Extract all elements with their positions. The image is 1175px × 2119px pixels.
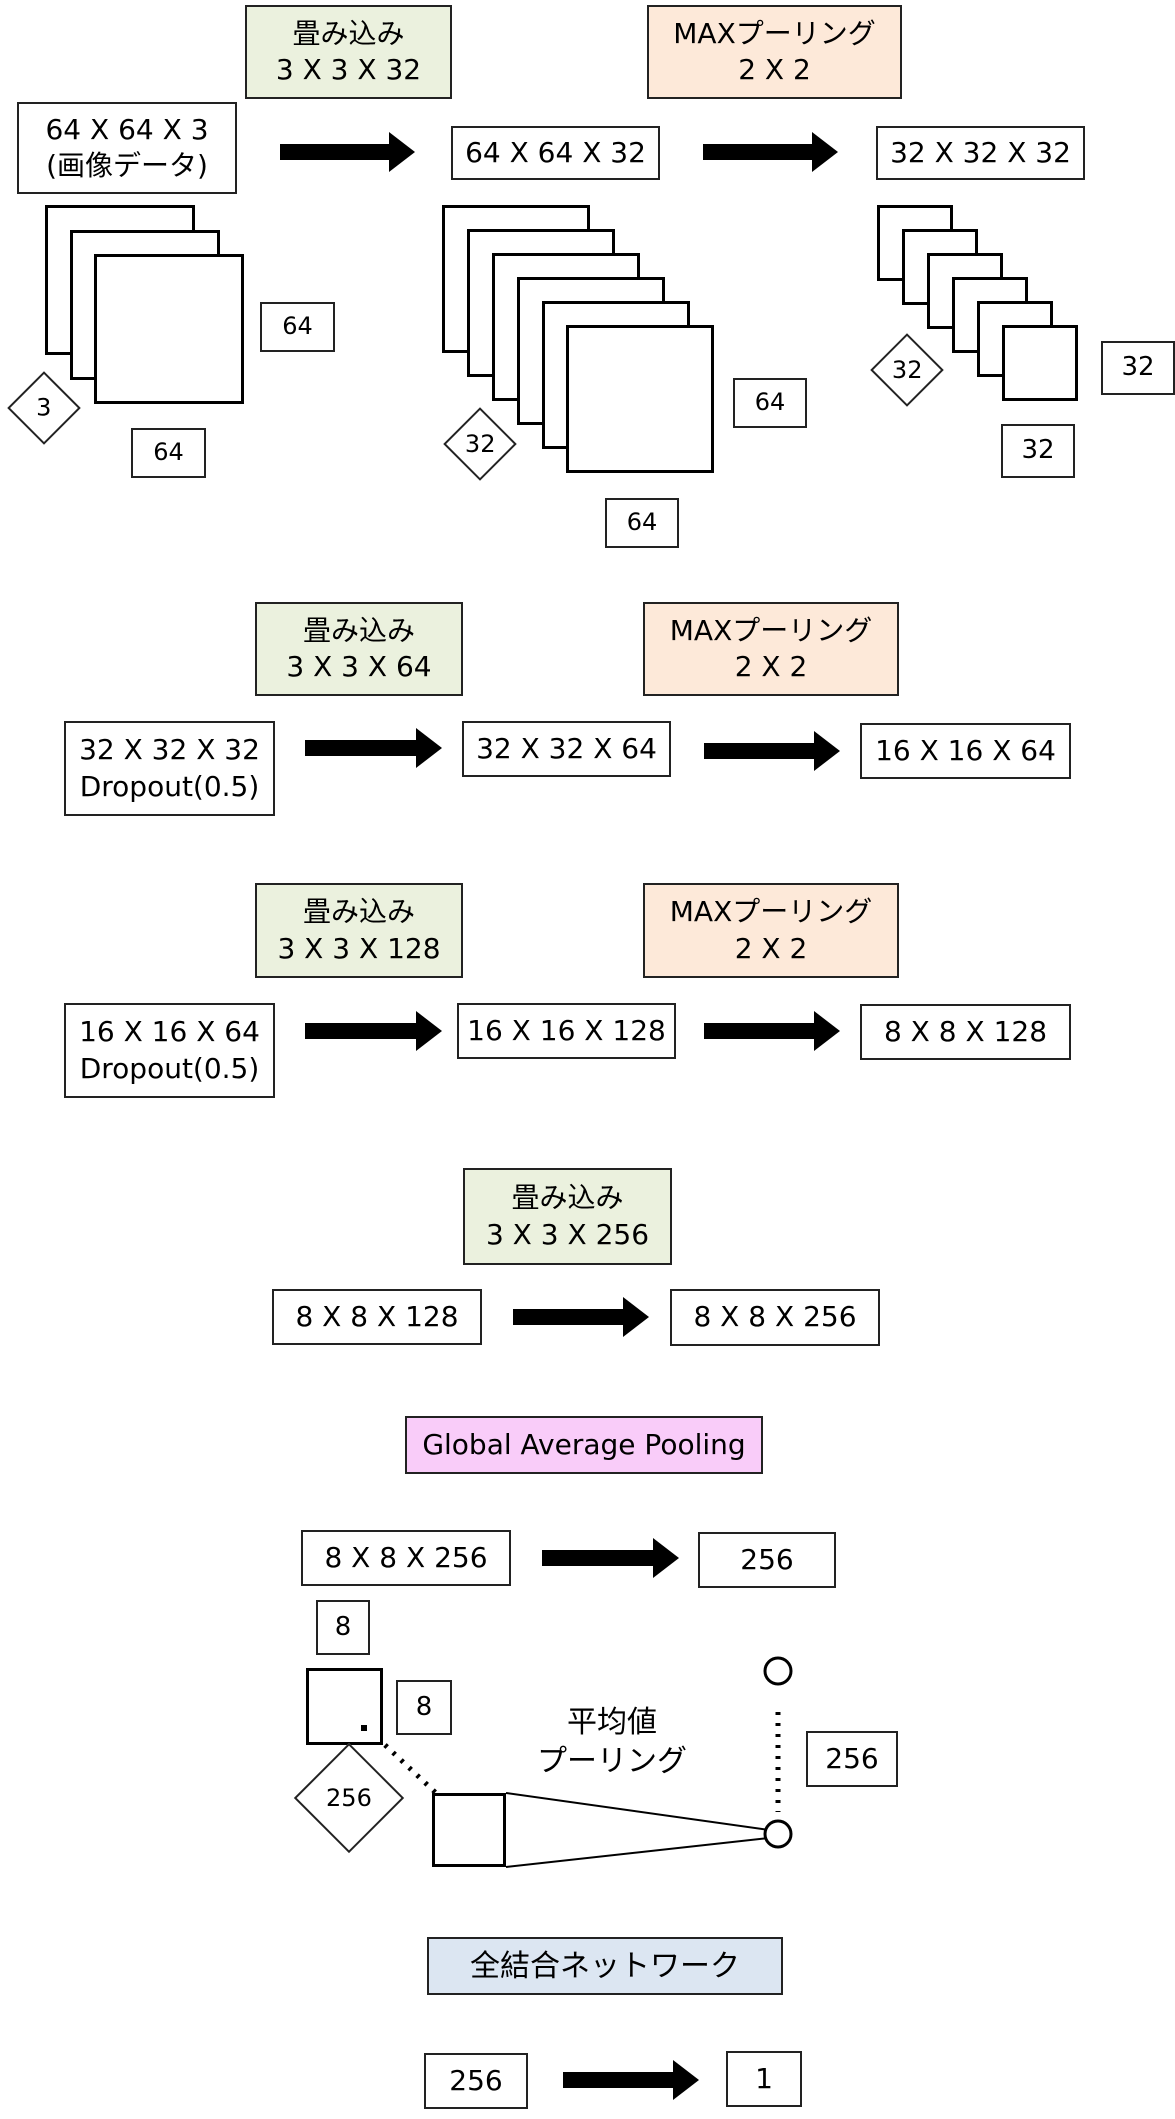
- stage3-pool-header: MAXプーリング 2 X 2: [643, 883, 899, 978]
- fc-arrow: [563, 2060, 699, 2100]
- stage2-arrow-1: [305, 728, 442, 768]
- stage1-pool-out: 32 X 32 X 32: [890, 135, 1071, 169]
- stage2-conv-header: 畳み込み 3 X 3 X 64: [255, 602, 463, 696]
- stage1-conv-label: 畳み込み: [292, 16, 405, 50]
- stage3-conv-size: 3 X 3 X 128: [277, 931, 441, 965]
- stage4-conv-header: 畳み込み 3 X 3 X 256: [463, 1168, 672, 1265]
- stage3-input-box: 16 X 16 X 64 Dropout(0.5): [64, 1003, 275, 1098]
- gap-dotted-diagonal: [383, 1743, 438, 1795]
- stage4-conv-size: 3 X 3 X 256: [485, 1217, 650, 1251]
- stage3-input-line1: 16 X 16 X 64: [79, 1015, 260, 1049]
- gap-input-box: 8 X 8 X 256: [301, 1530, 511, 1586]
- gap-header: Global Average Pooling: [405, 1416, 763, 1474]
- stage1-arrow-1: [280, 132, 415, 172]
- gap-feature-map: [306, 1668, 383, 1745]
- stage2-pool-header: MAXプーリング 2 X 2: [643, 602, 899, 696]
- gap-label: Global Average Pooling: [422, 1427, 746, 1461]
- fc-input-box: 256: [424, 2053, 528, 2109]
- stage1-pool-label: MAXプーリング: [673, 16, 876, 50]
- pool-feature-map: [1002, 325, 1078, 401]
- stage3-pool-size: 2 X 2: [734, 931, 808, 965]
- stage3-arrow-2: [704, 1011, 840, 1051]
- stage2-pool-size: 2 X 2: [734, 650, 808, 683]
- stage4-conv-label: 畳み込み: [511, 1181, 624, 1215]
- stage4-conv-out-box: 8 X 8 X 256: [670, 1289, 880, 1346]
- stage1-conv-size: 3 X 3 X 32: [275, 53, 422, 86]
- stage2-input-line1: 32 X 32 X 32: [79, 733, 260, 767]
- gap-vector-node-bottom: [763, 1819, 793, 1849]
- input-feature-map: [94, 254, 244, 404]
- stage2-pool-out: 16 X 16 X 64: [875, 733, 1056, 767]
- stage1-conv-header: 畳み込み 3 X 3 X 32: [245, 5, 452, 99]
- stage3-pool-out: 8 X 8 X 128: [883, 1014, 1048, 1048]
- stage3-conv-out: 16 X 16 X 128: [467, 1013, 666, 1047]
- stage3-conv-header: 畳み込み 3 X 3 X 128: [255, 883, 463, 978]
- stage1-conv-out-box: 64 X 64 X 32: [451, 126, 660, 180]
- fc-label: 全結合ネットワーク: [470, 1948, 740, 1984]
- stage1-input-box: 64 X 64 X 3 (画像データ): [17, 102, 237, 194]
- stage2-conv-out-box: 32 X 32 X 64: [462, 721, 671, 777]
- stage2-arrow-2: [704, 731, 840, 771]
- stage1-pool-header: MAXプーリング 2 X 2: [647, 5, 902, 99]
- stage1-input-width-label: 64: [260, 302, 335, 352]
- stage1-pool-height-label: 32: [1001, 424, 1075, 478]
- gap-avg-line1: 平均値: [567, 1705, 657, 1740]
- stage1-input-line1: 64 X 64 X 3: [45, 112, 209, 146]
- stage1-input-line2: (画像データ): [46, 149, 208, 182]
- stage4-conv-out: 8 X 8 X 256: [693, 1300, 857, 1334]
- gap-average-pooling-caption: 平均値 プーリング: [532, 1703, 692, 1781]
- stage4-arrow: [513, 1297, 649, 1337]
- stage2-input-line2: Dropout(0.5): [79, 769, 260, 803]
- gap-funnel-bottom: [505, 1837, 770, 1868]
- conv-feature-map: [566, 325, 714, 473]
- stage2-conv-label: 畳み込み: [302, 613, 415, 647]
- fc-output-box: 1: [726, 2051, 802, 2107]
- gap-feature-map-dot: [361, 1725, 367, 1731]
- gap-output: 256: [740, 1542, 794, 1576]
- gap-vector-node-top: [763, 1656, 793, 1686]
- stage1-input-height-label: 64: [131, 428, 206, 478]
- fc-input: 256: [449, 2063, 503, 2097]
- stage1-pool-out-box: 32 X 32 X 32: [876, 126, 1085, 180]
- stage1-conv-width-label: 64: [733, 378, 807, 428]
- stage4-input-box: 8 X 8 X 128: [272, 1289, 482, 1345]
- gap-output-box: 256: [698, 1532, 836, 1588]
- stage1-pool-size: 2 X 2: [738, 53, 811, 86]
- stage2-pool-label: MAXプーリング: [669, 613, 873, 647]
- stage4-input: 8 X 8 X 128: [295, 1299, 459, 1333]
- stage3-input-line2: Dropout(0.5): [79, 1051, 260, 1085]
- stage3-conv-label: 畳み込み: [302, 895, 415, 929]
- stage2-pool-out-box: 16 X 16 X 64: [860, 723, 1071, 779]
- stage3-pool-label: MAXプーリング: [669, 895, 873, 929]
- gap-map-height-label: 8: [396, 1680, 452, 1735]
- gap-pooled-cell: [432, 1793, 506, 1867]
- gap-arrow: [542, 1538, 679, 1578]
- stage1-conv-height-label: 64: [605, 498, 679, 548]
- stage1-pool-width-label: 32: [1101, 341, 1175, 395]
- gap-input: 8 X 8 X 256: [324, 1540, 488, 1574]
- stage2-conv-out: 32 X 32 X 64: [476, 731, 657, 765]
- fc-header: 全結合ネットワーク: [427, 1937, 783, 1995]
- gap-avg-line2: プーリング: [537, 1744, 687, 1779]
- gap-vector-size-label: 256: [806, 1731, 898, 1787]
- stage3-conv-out-box: 16 X 16 X 128: [457, 1003, 676, 1059]
- stage3-pool-out-box: 8 X 8 X 128: [860, 1004, 1071, 1060]
- stage2-input-box: 32 X 32 X 32 Dropout(0.5): [64, 721, 275, 816]
- stage3-arrow-1: [305, 1011, 442, 1051]
- fc-output: 1: [755, 2061, 773, 2095]
- gap-funnel-top: [505, 1792, 770, 1831]
- gap-map-width-label: 8: [316, 1600, 370, 1655]
- stage2-conv-size: 3 X 3 X 64: [286, 650, 432, 683]
- stage1-conv-out: 64 X 64 X 32: [465, 135, 646, 169]
- stage1-arrow-2: [703, 132, 838, 172]
